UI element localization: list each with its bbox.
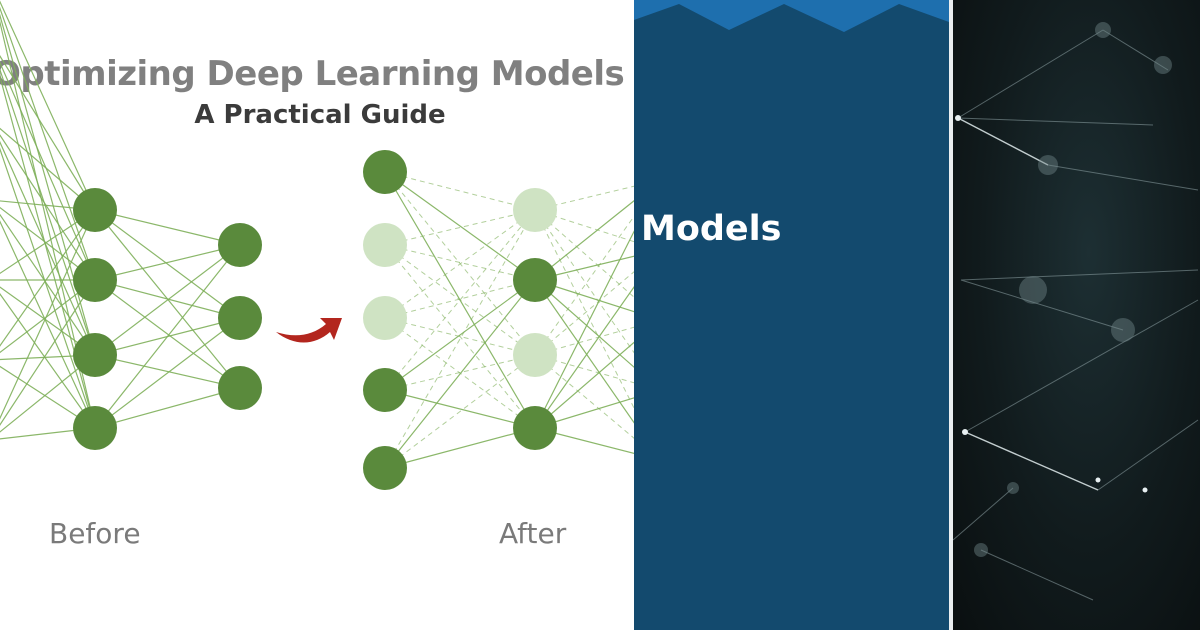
connection — [94, 244, 241, 281]
connection — [384, 427, 536, 469]
pruned-connection — [534, 209, 634, 298]
after-hidden-node-pruned — [513, 188, 557, 232]
after-input-node-pruned — [363, 223, 407, 267]
before-hidden-node-active — [73, 188, 117, 232]
banner-heading: Models — [641, 209, 782, 249]
neural-network-diagram — [0, 0, 634, 490]
panel-divider — [949, 0, 953, 630]
connection — [384, 171, 536, 281]
caption-after: After — [499, 517, 567, 550]
connection — [534, 279, 634, 368]
banner-panel: Models — [634, 0, 949, 630]
before-hidden-node-active — [73, 258, 117, 302]
connection — [0, 134, 96, 281]
before-hidden-node-active — [73, 406, 117, 450]
diagram-title-text: Optimizing Deep Learning Models with Pru… — [0, 54, 634, 94]
network-nodes — [73, 150, 557, 490]
connection — [0, 147, 96, 429]
diagram-subtitle: A Practical Guide — [194, 100, 446, 130]
connection — [0, 61, 96, 281]
pruned-connection — [384, 171, 536, 211]
connection — [0, 213, 96, 356]
after-input-node-pruned — [363, 296, 407, 340]
zigzag-border — [634, 0, 949, 32]
pruned-connection — [384, 279, 536, 319]
connection — [0, 220, 96, 429]
after-hidden-node-active — [513, 258, 557, 302]
connection — [384, 279, 536, 391]
connection — [0, 293, 96, 429]
connection — [0, 206, 96, 281]
pruned-connection — [384, 209, 536, 469]
connection — [94, 387, 241, 429]
pruned-connection — [384, 354, 536, 391]
after-input-node-active — [363, 368, 407, 412]
pruned-connection — [534, 209, 634, 354]
before-output-node-active — [218, 366, 262, 410]
connection — [0, 354, 96, 433]
pruned-connection — [384, 354, 536, 469]
pruning-arrow-icon — [276, 318, 342, 343]
connection — [94, 244, 241, 356]
before-output-node-active — [218, 296, 262, 340]
network-background-panel — [953, 0, 1200, 630]
connection — [0, 127, 96, 211]
pruned-connection — [534, 271, 634, 356]
connection — [0, 279, 96, 426]
connection — [94, 279, 241, 389]
pruned-connection — [534, 354, 634, 439]
before-output-node-active — [218, 223, 262, 267]
connection — [0, 6, 96, 281]
connection — [0, 209, 96, 420]
pruned-connections — [384, 171, 634, 469]
connection — [94, 209, 241, 246]
after-hidden-node-active — [513, 406, 557, 450]
connection — [534, 285, 634, 429]
connection — [534, 341, 634, 429]
connection — [534, 230, 634, 429]
network-connections — [0, 0, 634, 469]
connection — [94, 244, 241, 429]
connection — [94, 209, 241, 319]
before-hidden-node-active — [73, 333, 117, 377]
pruned-connection — [384, 317, 536, 356]
after-input-node-active — [363, 446, 407, 490]
caption-before: Before — [49, 517, 141, 550]
connection — [0, 0, 96, 211]
connection — [0, 140, 96, 356]
connection — [94, 317, 241, 429]
pruned-connection — [384, 209, 536, 246]
pruning-diagram-panel: Optimizing Deep Learning Models with Pru… — [0, 0, 634, 550]
after-hidden-node-pruned — [513, 333, 557, 377]
connection — [94, 354, 241, 389]
connection — [0, 55, 96, 211]
connection — [534, 279, 634, 424]
pruned-connection — [384, 209, 536, 391]
connection — [384, 279, 536, 469]
network-graphic — [953, 22, 1199, 601]
connection — [0, 279, 96, 354]
pruned-connection — [384, 244, 536, 281]
diagram-title: Optimizing Deep Learning Models with Pru… — [0, 52, 634, 104]
connection — [0, 209, 96, 347]
connection — [94, 279, 241, 319]
pruned-connection — [534, 209, 634, 410]
connection — [0, 68, 96, 356]
pruned-connection — [384, 209, 536, 319]
pruned-connection — [384, 244, 536, 429]
after-input-node-active — [363, 150, 407, 194]
connection — [384, 389, 536, 429]
